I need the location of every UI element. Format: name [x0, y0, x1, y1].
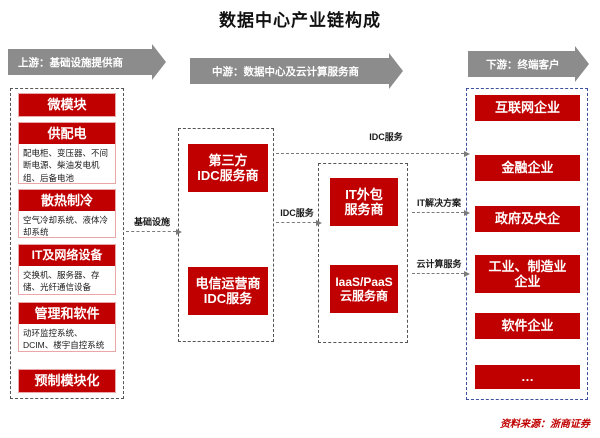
downstream-item-5-title: … [521, 369, 534, 385]
midstream-idc-group-frame [178, 128, 274, 342]
downstream-item-2-title: 政府及央企 [494, 211, 560, 227]
arrow-head-icon [389, 53, 403, 89]
banner-midstream-label: 中游：数据中心及云计算服务商 [212, 65, 359, 78]
upstream-item-1-detail: 配电柜、变压器、不间断电源、柴油发电机组、后备电池 [19, 144, 115, 183]
source-note: 资料来源：浙商证券 [500, 419, 590, 430]
upstream-item-3[interactable]: IT及网络设备 交换机、服务器、存储、光纤通信设备 [18, 244, 116, 295]
page-title: 数据中心产业链构成 [219, 11, 381, 30]
connector-cloud-service-arrow [412, 270, 470, 277]
midstream-idc-item-0-title: 第三方 IDC服务商 [197, 152, 259, 183]
upstream-item-3-detail: 交换机、服务器、存储、光纤通信设备 [19, 266, 115, 294]
midstream-cloud-item-1-title: IaaS/PaaS 云服务商 [335, 274, 393, 303]
midstream-cloud-item-1[interactable]: IaaS/PaaS 云服务商 [330, 265, 398, 313]
downstream-item-1[interactable]: 金融企业 [475, 155, 580, 181]
downstream-item-3[interactable]: 工业、制造业 企业 [475, 255, 580, 293]
upstream-item-5[interactable]: 预制模块化 [18, 369, 116, 393]
upstream-item-0-title: 微模块 [19, 94, 115, 116]
upstream-item-0[interactable]: 微模块 [18, 93, 116, 117]
connector-idc-service-top-label: IDC服务 [369, 132, 403, 142]
upstream-item-1[interactable]: 供配电 配电柜、变压器、不间断电源、柴油发电机组、后备电池 [18, 122, 116, 184]
downstream-item-4-title: 软件企业 [501, 318, 554, 334]
arrow-head-icon [575, 46, 589, 82]
downstream-item-3-title: 工业、制造业 企业 [488, 258, 567, 289]
banner-downstream-label: 下游：终端客户 [486, 58, 560, 71]
arrow-head-icon [464, 270, 470, 277]
upstream-item-1-title: 供配电 [19, 123, 115, 144]
downstream-item-1-title: 金融企业 [501, 160, 554, 176]
arrow-head-icon [316, 219, 322, 226]
upstream-item-3-title: IT及网络设备 [19, 245, 115, 266]
upstream-item-4-detail: 动环监控系统、DCIM、楼宇自控系统 [19, 324, 115, 351]
downstream-group-frame [466, 88, 588, 400]
connector-it-solution-arrow [412, 209, 470, 216]
banner-downstream: 下游：终端客户 [468, 46, 589, 82]
upstream-item-4[interactable]: 管理和软件 动环监控系统、DCIM、楼宇自控系统 [18, 302, 116, 352]
upstream-item-2[interactable]: 散热制冷 空气冷却系统、液体冷却系统 [18, 189, 116, 238]
banner-upstream-label: 上游：基础设施提供商 [18, 56, 123, 69]
downstream-item-0-title: 互联网企业 [494, 100, 560, 116]
banner-upstream: 上游：基础设施提供商 [8, 44, 166, 80]
connector-infrastructure-label: 基础设施 [133, 217, 170, 227]
downstream-item-0[interactable]: 互联网企业 [475, 95, 580, 121]
connector-infrastructure-arrow [126, 228, 182, 235]
midstream-idc-item-0[interactable]: 第三方 IDC服务商 [188, 144, 268, 192]
midstream-idc-item-1-title: 电信运营商 IDC服务 [195, 275, 261, 306]
midstream-cloud-item-0[interactable]: IT外包 服务商 [330, 178, 398, 226]
connector-it-solution-label: IT解决方案 [417, 198, 461, 208]
connector-idc-service-mid-arrow [276, 219, 322, 226]
midstream-cloud-item-0-title: IT外包 服务商 [344, 186, 384, 217]
midstream-cloud-group-frame [318, 163, 408, 343]
downstream-item-4[interactable]: 软件企业 [475, 313, 580, 339]
upstream-group-frame [10, 88, 124, 399]
upstream-item-4-title: 管理和软件 [19, 303, 115, 324]
banner-midstream: 中游：数据中心及云计算服务商 [190, 53, 403, 89]
upstream-item-2-title: 散热制冷 [19, 190, 115, 211]
upstream-item-2-detail: 空气冷却系统、液体冷却系统 [19, 211, 115, 237]
connector-idc-service-top-arrow [276, 150, 470, 157]
arrow-head-icon [176, 228, 182, 235]
arrow-head-icon [464, 209, 470, 216]
connector-idc-service-mid-label: IDC服务 [280, 208, 314, 218]
upstream-item-5-title: 预制模块化 [19, 370, 115, 392]
downstream-item-2[interactable]: 政府及央企 [475, 206, 580, 232]
arrow-head-icon [464, 150, 470, 157]
arrow-head-icon [152, 44, 166, 80]
downstream-item-5[interactable]: … [475, 365, 580, 389]
midstream-idc-item-1[interactable]: 电信运营商 IDC服务 [188, 267, 268, 315]
connector-cloud-service-label: 云计算服务 [416, 259, 462, 269]
